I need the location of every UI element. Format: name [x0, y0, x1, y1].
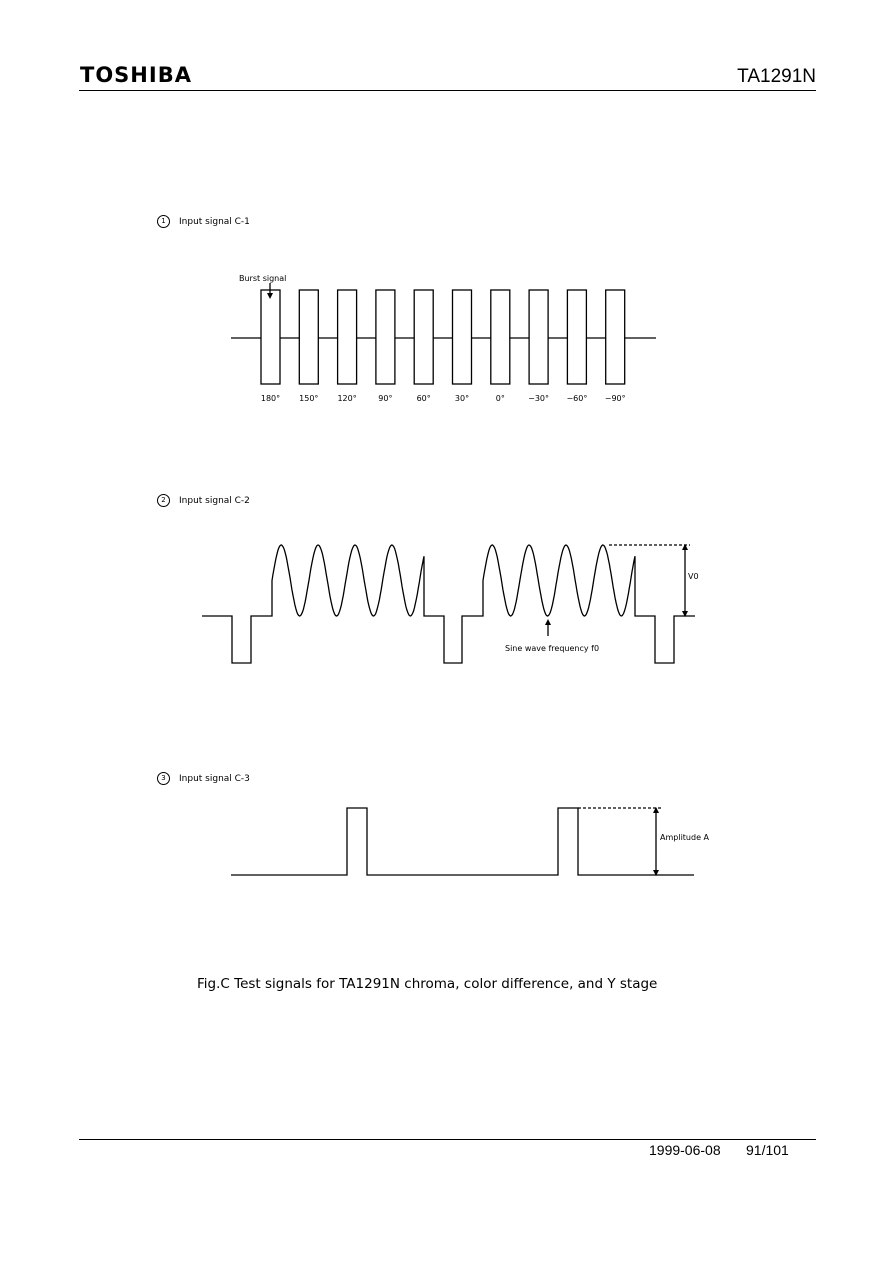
c1-diagram: Burst signal 180° 150° 120° 90° 60° 30° 0° −30°…: [231, 274, 656, 403]
phase-label: −90°: [605, 394, 626, 403]
footer-rule: [79, 1139, 816, 1140]
v0-arrow-up: [682, 544, 688, 550]
section-c2-label: 2 Input signal C-2: [157, 494, 250, 507]
burst-bar: [298, 289, 319, 385]
phase-label: 0°: [496, 394, 505, 403]
section-c1-number: 1: [157, 215, 170, 228]
burst-bar: [336, 289, 358, 385]
burst-bar: [451, 289, 473, 385]
c2-diagram: V0 Sine wave frequency f0: [202, 544, 699, 664]
v0-label: V0: [688, 572, 699, 581]
figure-caption: Fig.C Test signals for TA1291N chroma, c…: [197, 976, 658, 992]
frequency-label: Sine wave frequency f0: [505, 644, 599, 653]
phase-label: 60°: [417, 394, 431, 403]
header-rule: [79, 90, 816, 91]
c2-waveform: [202, 544, 695, 664]
burst-bar: [605, 289, 626, 385]
v0-arrow-down: [682, 611, 688, 617]
footer-page: 91/101: [746, 1142, 789, 1158]
burst-bar: [528, 289, 549, 385]
section-c1-label: 1 Input signal C-1: [157, 215, 250, 228]
burst-bar: [413, 289, 434, 385]
amplitude-label: Amplitude A: [660, 833, 710, 842]
phase-label: −30°: [528, 394, 549, 403]
section-c2-number: 2: [157, 494, 170, 507]
amplitude-arrow-down: [653, 870, 659, 876]
c3-diagram: Amplitude A: [231, 807, 710, 876]
section-c2-title: Input signal C-2: [179, 496, 250, 506]
section-c3-title: Input signal C-3: [179, 774, 250, 784]
burst-bar: [375, 289, 396, 385]
burst-bar: [490, 289, 511, 385]
section-c3-number: 3: [157, 772, 170, 785]
burst-bar: [566, 289, 588, 385]
phase-label: −60°: [566, 394, 587, 403]
c1-bars: [231, 289, 656, 385]
burst-arrowhead: [267, 293, 273, 299]
phase-label: 90°: [378, 394, 392, 403]
section-c1-title: Input signal C-1: [179, 217, 250, 227]
phase-label: 120°: [337, 394, 356, 403]
freq-arrowhead: [545, 619, 551, 625]
phase-label: 150°: [299, 394, 318, 403]
brand-logo: TOSHIBA: [80, 63, 192, 87]
part-number: TA1291N: [737, 66, 816, 87]
c3-waveform: [231, 807, 694, 876]
phase-label: 30°: [455, 394, 469, 403]
footer-date: 1999-06-08: [649, 1142, 721, 1158]
c1-phase-labels: 180° 150° 120° 90° 60° 30° 0° −30° −60° −90°: [261, 394, 626, 403]
section-c3-label: 3 Input signal C-3: [157, 772, 250, 785]
phase-label: 180°: [261, 394, 280, 403]
amplitude-arrow-up: [653, 807, 659, 813]
burst-bar: [260, 289, 281, 385]
burst-signal-label: Burst signal: [239, 274, 286, 283]
